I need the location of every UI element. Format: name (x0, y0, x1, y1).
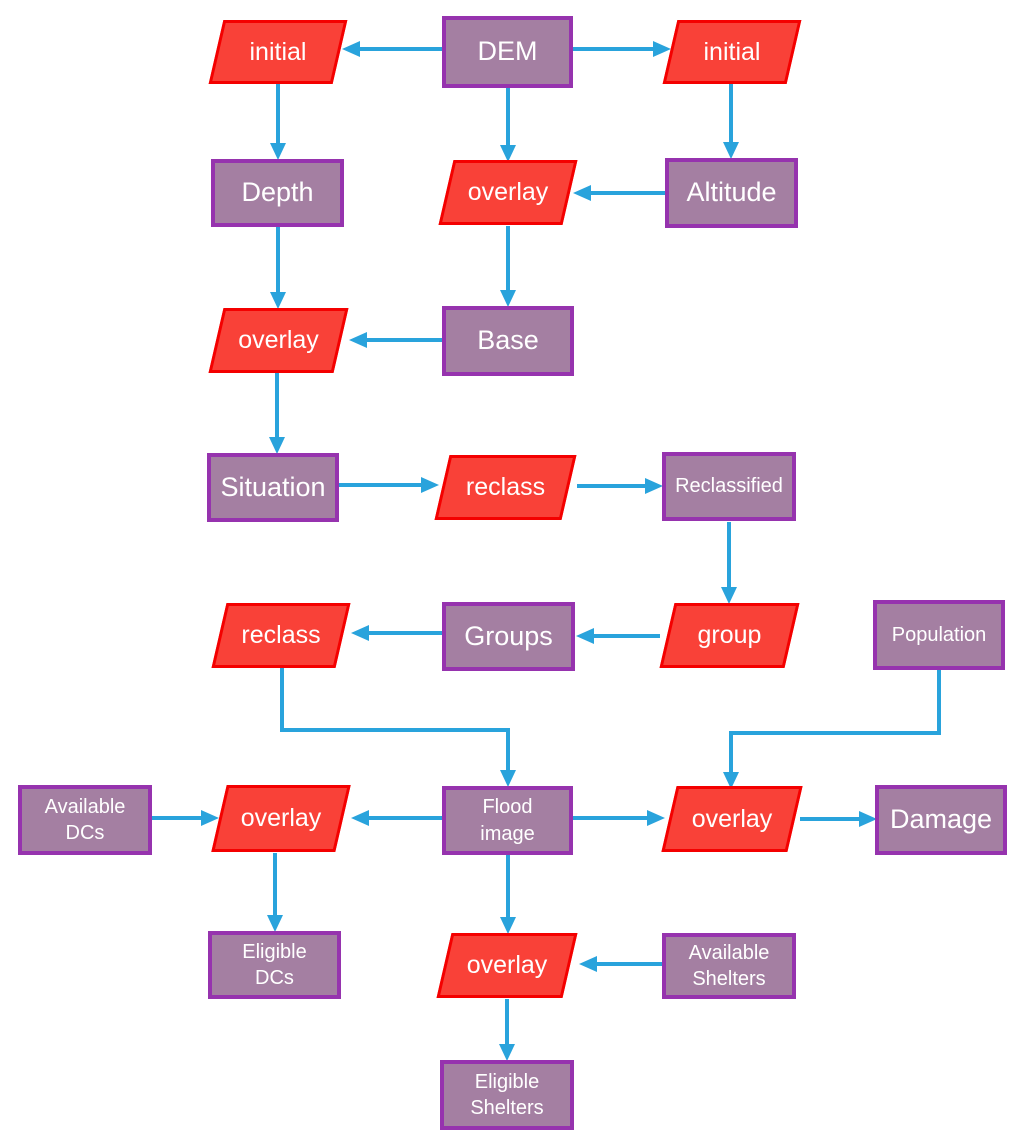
node-groups-label: Groups (464, 620, 553, 651)
node-population: Population (873, 600, 1005, 670)
arrow-flood-image-to-overlay-right (573, 810, 665, 826)
node-depth-label: Depth (241, 177, 314, 208)
node-initial-right-label: initial (703, 37, 761, 66)
node-available-shelters: Available Shelters (662, 933, 796, 999)
arrow-base-to-overlay (349, 332, 442, 348)
arrow-situation-to-reclass (339, 477, 439, 493)
arrow-depth-to-overlay (270, 227, 286, 309)
node-overlay-shelters: overlay (436, 933, 578, 998)
arrow-reclass-to-reclassified (577, 478, 663, 494)
node-flood-image-label: Flood image (480, 796, 535, 845)
node-available-shelters-label: Available Shelters (688, 941, 770, 990)
node-altitude: Altitude (665, 158, 798, 228)
node-damage: Damage (875, 785, 1007, 855)
node-reclass-situation: reclass (434, 455, 577, 520)
arrow-group-to-groups (576, 628, 660, 644)
node-initial-left-label: initial (249, 37, 307, 66)
node-available-dcs-label: Available DCs (44, 795, 126, 844)
arrow-flood-image-to-overlay-bottom (500, 855, 516, 934)
node-reclassified-label: Reclassified (675, 475, 783, 498)
arrow-reclassified-to-group (721, 522, 737, 604)
arrow-population-to-overlay (723, 670, 941, 789)
arrow-initial-right-to-altitude (723, 84, 739, 159)
node-depth: Depth (211, 159, 344, 227)
arrow-flood-image-to-overlay-left (351, 810, 442, 826)
node-reclassified: Reclassified (662, 452, 796, 521)
node-eligible-dcs: Eligible DCs (208, 931, 341, 999)
node-reclass-groups-label: reclass (241, 621, 321, 649)
arrow-available-shelters-to-overlay (579, 956, 662, 972)
node-overlay-dem: overlay (438, 160, 578, 225)
arrow-dem-to-overlay (500, 88, 516, 162)
node-altitude-label: Altitude (686, 177, 777, 208)
arrow-available-dcs-to-overlay (152, 810, 219, 826)
node-initial-right: initial (662, 20, 802, 84)
node-overlay-shelters-label: overlay (466, 951, 548, 979)
arrow-reclass-to-flood-image (280, 668, 516, 787)
node-base: Base (442, 306, 574, 376)
node-overlay-dcs-label: overlay (240, 804, 322, 832)
node-groups: Groups (442, 602, 575, 671)
node-group-label: group (697, 621, 762, 649)
arrow-dem-to-initial-left (342, 41, 442, 57)
node-reclass-situation-label: reclass (465, 473, 546, 501)
arrow-overlay-to-eligible-dcs (267, 853, 283, 932)
arrow-altitude-to-overlay (573, 185, 665, 201)
node-overlay-damage: overlay (661, 786, 803, 852)
arrow-overlay-to-eligible-shelters (499, 999, 515, 1061)
node-dem: DEM (442, 16, 573, 88)
node-situation-label: Situation (220, 471, 326, 502)
arrow-initial-left-to-depth (270, 84, 286, 160)
node-reclass-groups: reclass (211, 603, 351, 668)
arrow-overlay-to-damage (800, 811, 877, 827)
node-overlay-damage-label: overlay (691, 804, 773, 833)
node-overlay-dcs: overlay (211, 785, 351, 852)
node-overlay-depth: overlay (208, 308, 349, 373)
node-eligible-shelters: Eligible Shelters (440, 1060, 574, 1130)
node-available-dcs: Available DCs (18, 785, 152, 855)
arrow-overlay-to-base (500, 226, 516, 307)
node-flood-image: Flood image (442, 786, 573, 855)
node-situation: Situation (207, 453, 339, 522)
node-dem-label: DEM (477, 36, 538, 67)
node-group: group (659, 603, 800, 668)
node-damage-label: Damage (889, 804, 993, 835)
node-population-label: Population (891, 623, 987, 646)
arrow-dem-to-initial-right (573, 41, 671, 57)
node-overlay-dem-label: overlay (467, 178, 549, 206)
node-base-label: Base (477, 325, 539, 356)
node-overlay-depth-label: overlay (238, 326, 319, 354)
node-eligible-shelters-label: Eligible Shelters (470, 1070, 544, 1119)
node-initial-left: initial (208, 20, 348, 84)
arrow-groups-to-reclass (351, 625, 442, 641)
arrow-overlay-to-situation (269, 373, 285, 454)
node-eligible-dcs-label: Eligible DCs (242, 940, 307, 989)
